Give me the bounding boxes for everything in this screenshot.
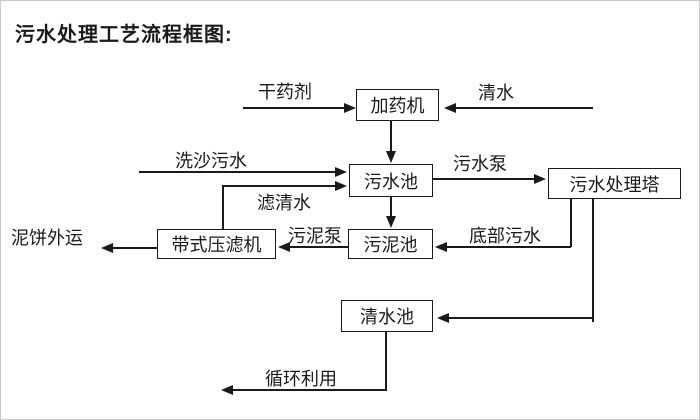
flow-line-bottom-sewage-vertical <box>570 199 572 247</box>
label-sand-washing-sewage: 洗沙污水 <box>175 151 247 171</box>
label-sewage-pump: 污水泵 <box>453 154 507 174</box>
flow-line-mud-cake <box>113 247 158 249</box>
label-sludge-pump: 污泥泵 <box>288 226 342 246</box>
arrowhead-tower-to-cleanpool-icon <box>437 313 449 323</box>
flow-line-dry-agent <box>243 107 344 109</box>
arrowhead-dry-agent-icon <box>344 103 356 113</box>
arrowhead-sand-washing-icon <box>335 167 347 177</box>
node-sludge-pool: 污泥池 <box>348 229 433 259</box>
label-filtered-water: 滤清水 <box>257 193 311 213</box>
arrowhead-filtered-water-icon <box>335 181 347 191</box>
flow-line-tower-to-cleanpool <box>449 317 593 319</box>
flow-line-filtered-water <box>222 185 335 187</box>
flow-line-tower-to-cleanpool-vertical <box>592 199 594 322</box>
arrowhead-sludge-pump-icon <box>278 242 290 252</box>
node-treatment-tower: 污水处理塔 <box>548 168 681 199</box>
label-recycle: 循环利用 <box>265 369 337 389</box>
flow-line-recycle <box>233 389 386 391</box>
flow-line-bottom-sewage <box>447 246 571 248</box>
arrowhead-sewage-to-sludge-icon <box>386 216 396 228</box>
flow-line-filtered-water-vertical <box>222 186 224 230</box>
node-belt-filter-press: 带式压滤机 <box>157 229 276 259</box>
label-bottom-sewage: 底部污水 <box>469 226 541 246</box>
flow-line-sewage-pump <box>433 178 534 180</box>
flow-line-sludge-pump <box>290 246 348 248</box>
label-clean-water: 清水 <box>478 83 514 103</box>
diagram-title: 污水处理工艺流程框图: <box>15 24 233 46</box>
flow-line-dosing-to-sewage <box>390 121 392 151</box>
arrowhead-sewage-pump-icon <box>534 174 546 184</box>
flow-line-recycle-vertical <box>385 332 387 391</box>
arrowhead-mud-cake-icon <box>101 243 113 253</box>
arrowhead-recycle-icon <box>221 385 233 395</box>
node-dosing-machine: 加药机 <box>356 89 439 121</box>
label-dry-agent: 干药剂 <box>258 82 312 102</box>
flow-line-clean-water <box>456 107 593 109</box>
label-mud-cake-out: 泥饼外运 <box>11 228 83 248</box>
node-clean-water-pool: 清水池 <box>341 300 433 332</box>
arrowhead-bottom-sewage-icon <box>435 242 447 252</box>
arrowhead-dosing-to-sewage-icon <box>386 151 396 163</box>
node-sewage-pool: 污水池 <box>349 164 433 197</box>
arrowhead-clean-water-icon <box>444 103 456 113</box>
flow-line-sand-washing <box>139 171 335 173</box>
flow-line-sewage-to-sludge <box>390 197 392 216</box>
